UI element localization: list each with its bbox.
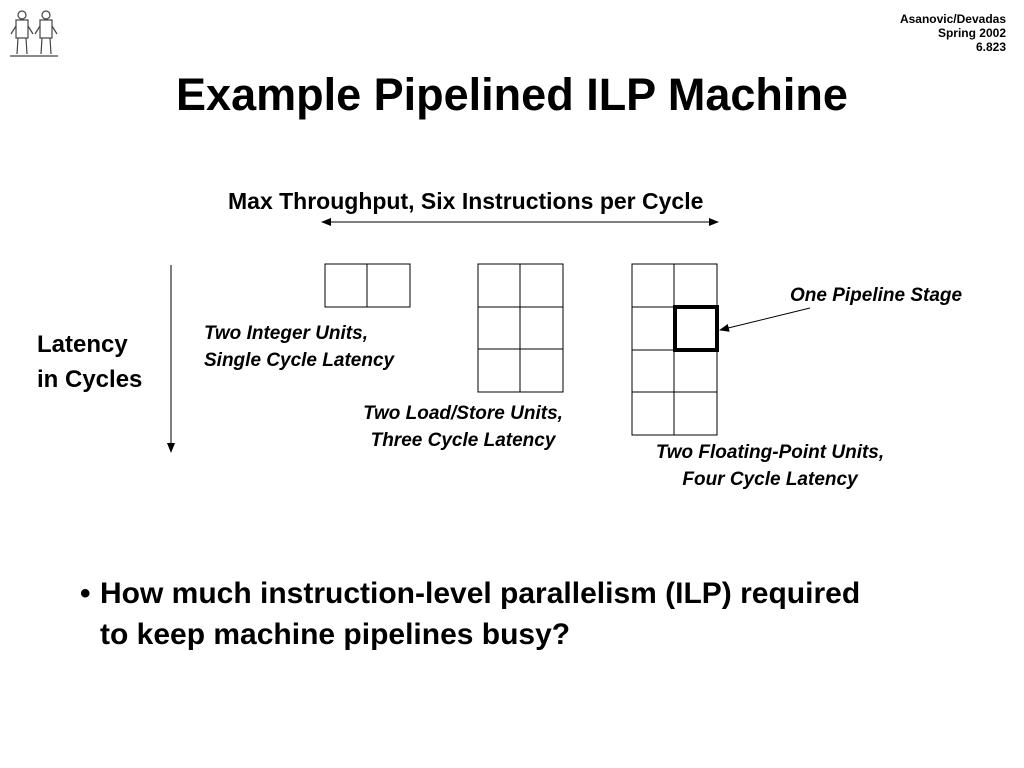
load-store-units-grid [477, 263, 564, 393]
question-text: How much instruction-level parallelism (… [100, 573, 860, 655]
course-number: 6.823 [975, 40, 1006, 54]
latency-label-line: in Cycles [37, 366, 143, 393]
fp-units-label-line: Two Floating-Point Units, [655, 442, 885, 463]
bullet-icon: • [80, 577, 91, 610]
load-store-units-label-line: Two Load/Store Units, [363, 403, 563, 424]
integer-units-label-line: Two Integer Units, [204, 323, 368, 344]
load-store-units-label-line: Three Cycle Latency [370, 430, 556, 451]
latency-label-line: Latency [37, 331, 128, 358]
authors: Asanovic/Devadas [899, 12, 1006, 26]
fp-units-label-line: Four Cycle Latency [682, 469, 858, 490]
pipeline-stage-label: One Pipeline Stage [790, 285, 963, 306]
integer-units-grid [324, 263, 411, 308]
pipeline-stage-pointer [719, 307, 811, 332]
course-info: Asanovic/Devadas Spring 2002 6.823 [900, 12, 1006, 54]
throughput-label: Max Throughput, Six Instructions per Cyc… [228, 188, 704, 214]
slide-title: Example Pipelined ILP Machine [176, 69, 848, 120]
question-line: How much instruction-level parallelism (… [100, 577, 861, 610]
question-line: to keep machine pipelines busy? [100, 618, 571, 651]
fp-units-label: Two Floating-Point Units, Four Cycle Lat… [620, 439, 920, 493]
term: Spring 2002 [937, 26, 1006, 40]
latency-label: Latency in Cycles [37, 327, 142, 397]
mit-logo [10, 10, 58, 57]
integer-units-label-line: Single Cycle Latency [204, 350, 395, 371]
load-store-units-label: Two Load/Store Units, Three Cycle Latenc… [330, 400, 596, 454]
highlighted-pipeline-stage [673, 305, 719, 352]
integer-units-label: Two Integer Units, Single Cycle Latency [204, 320, 394, 374]
